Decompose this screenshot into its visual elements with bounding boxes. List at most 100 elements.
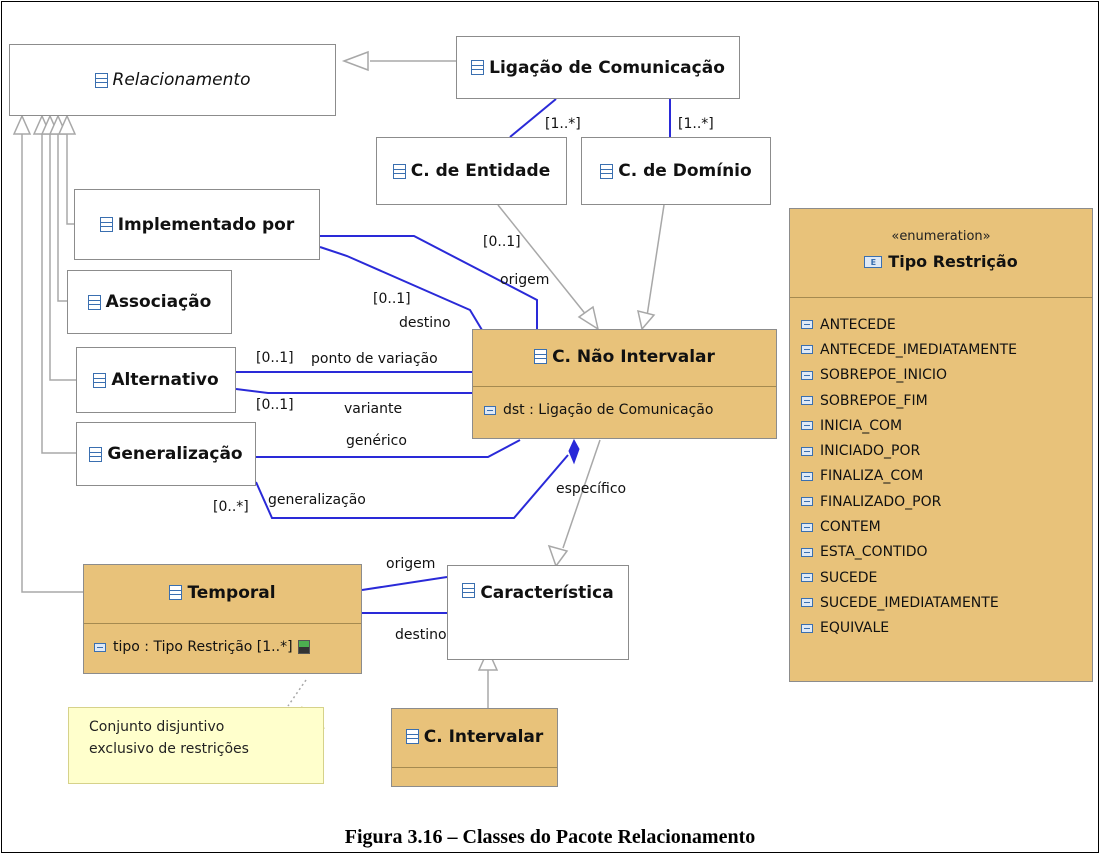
role-label: origem	[386, 556, 436, 572]
enum-literal[interactable]: CONTEM	[801, 514, 1017, 539]
class-c-intervalar[interactable]: C. Intervalar	[391, 708, 558, 787]
enum-literal[interactable]: EQUIVALE	[801, 616, 1017, 641]
class-relacionamento[interactable]: Relacionamento	[9, 44, 336, 116]
class-name: C. Intervalar	[423, 726, 544, 747]
enum-literal[interactable]: SUCEDE_IMEDIATAMENTE	[801, 590, 1017, 615]
note-conjunto-disjuntivo[interactable]: Conjunto disjuntivo exclusivo de restriç…	[68, 707, 324, 784]
literal-icon	[801, 446, 813, 456]
literal-text: FINALIZA_COM	[820, 468, 924, 485]
composition-diamond	[568, 438, 580, 465]
class-c-nao-intervalar[interactable]: C. Não Intervalar dst : Ligação de Comun…	[472, 329, 777, 439]
class-alternativo[interactable]: Alternativo	[76, 347, 236, 413]
literal-icon	[801, 421, 813, 431]
class-name: Característica	[480, 583, 614, 603]
note-anchor	[287, 679, 307, 707]
gen-arrow-ligacao	[341, 50, 369, 72]
enum-literal[interactable]: ESTA_CONTIDO	[801, 540, 1017, 565]
literal-text: INICIA_COM	[820, 417, 903, 434]
literal-text: CONTEM	[820, 519, 881, 536]
class-c-de-dominio[interactable]: C. de Domínio	[581, 137, 771, 205]
role-label: genérico	[346, 433, 407, 449]
gen-arrow-intervalar	[477, 648, 499, 671]
gen-generalizacao-relacionamento	[41, 132, 76, 454]
compartment-divider	[473, 386, 776, 387]
gen-entidade-naointervalar	[497, 204, 588, 317]
class-icon	[534, 349, 548, 364]
attribute-icon	[484, 405, 496, 415]
class-temporal[interactable]: Temporal tipo : Tipo Restrição [1..*]	[83, 564, 362, 674]
class-generalizacao[interactable]: Generalização	[76, 422, 256, 486]
gen-implementado-relacionamento	[66, 132, 74, 225]
compartment-divider	[392, 767, 557, 768]
literal-text: FINALIZADO_POR	[820, 493, 942, 510]
attribute-row[interactable]: dst : Ligação de Comunicação	[484, 402, 713, 418]
literal-icon	[801, 370, 813, 380]
class-icon	[93, 372, 107, 388]
literal-text: INICIADO_POR	[820, 443, 921, 460]
gen-alternativo-relacionamento	[49, 132, 76, 381]
class-name: C. de Entidade	[410, 161, 551, 181]
enumeration-literals: ANTECEDE ANTECEDE_IMEDIATAMENTE SOBREPOE_I…	[801, 312, 1017, 641]
role-label: destino	[395, 627, 447, 643]
assoc-implementado-origem	[320, 235, 538, 330]
note-line: Conjunto disjuntivo	[89, 719, 225, 735]
literal-icon	[801, 396, 813, 406]
assoc-alternativo-variante	[235, 388, 472, 394]
literal-text: SOBREPOE_INICIO	[820, 367, 948, 384]
class-name: Ligação de Comunicação	[489, 57, 725, 78]
literal-icon	[801, 623, 813, 633]
enum-literal[interactable]: INICIADO_POR	[801, 438, 1017, 463]
class-name: Temporal	[187, 582, 276, 603]
class-caracteristica[interactable]: Característica	[447, 565, 629, 660]
gen-naointervalar-caracteristica	[562, 439, 601, 549]
class-implementado-por[interactable]: Implementado por	[74, 189, 320, 260]
role-label: variante	[344, 401, 403, 417]
class-icon	[600, 163, 614, 179]
enum-literal[interactable]: SOBREPOE_INICIO	[801, 363, 1017, 388]
role-label: ponto de variação	[311, 351, 438, 367]
assoc-implementado-destino	[319, 246, 483, 331]
multiplicity-label: [1..*]	[545, 116, 581, 132]
class-name: Generalização	[107, 444, 243, 464]
literal-icon	[801, 522, 813, 532]
class-icon	[169, 585, 183, 600]
class-header: C. Intervalar	[392, 709, 557, 764]
enum-literal[interactable]: INICIA_COM	[801, 413, 1017, 438]
enum-literal[interactable]: FINALIZA_COM	[801, 464, 1017, 489]
assoc-temporal-origem	[361, 576, 448, 591]
class-c-de-entidade[interactable]: C. de Entidade	[376, 137, 567, 205]
enum-literal[interactable]: ANTECEDE_IMEDIATAMENTE	[801, 337, 1017, 362]
compartment-divider	[790, 297, 1092, 298]
literal-icon	[801, 497, 813, 507]
enum-literal[interactable]: SOBREPOE_FIM	[801, 388, 1017, 413]
gen-temporal-relacionamento	[21, 132, 83, 593]
gen-associacao-relacionamento	[57, 132, 67, 302]
class-name: Alternativo	[111, 370, 219, 390]
class-icon	[94, 72, 108, 88]
class-icon	[405, 729, 419, 744]
class-associacao[interactable]: Associação	[67, 270, 232, 334]
gen-arrow-rel-1	[12, 114, 32, 135]
literal-icon	[801, 471, 813, 481]
class-ligacao-comunicacao[interactable]: Ligação de Comunicação	[456, 36, 740, 99]
multiplicity-label: [0..1]	[483, 234, 521, 250]
attribute-row[interactable]: tipo : Tipo Restrição [1..*]	[94, 639, 310, 655]
collapse-toggle-icon[interactable]	[297, 640, 310, 654]
enum-literal[interactable]: FINALIZADO_POR	[801, 489, 1017, 514]
enum-literal[interactable]: ANTECEDE	[801, 312, 1017, 337]
enumeration-name: Tipo Restrição	[888, 252, 1018, 271]
gen-arrow-rel-5	[57, 114, 77, 135]
literal-text: ANTECEDE	[820, 316, 896, 333]
enum-literal[interactable]: SUCEDE	[801, 565, 1017, 590]
class-name: C. de Domínio	[618, 161, 752, 181]
class-header: Temporal	[84, 565, 361, 620]
literal-icon	[801, 547, 813, 557]
literal-icon	[801, 320, 813, 330]
enumeration-icon: E	[864, 255, 883, 268]
role-label: específico	[556, 481, 627, 497]
role-label: destino	[399, 315, 451, 331]
class-icon	[471, 60, 485, 75]
attribute-text: dst : Ligação de Comunicação	[503, 402, 714, 418]
